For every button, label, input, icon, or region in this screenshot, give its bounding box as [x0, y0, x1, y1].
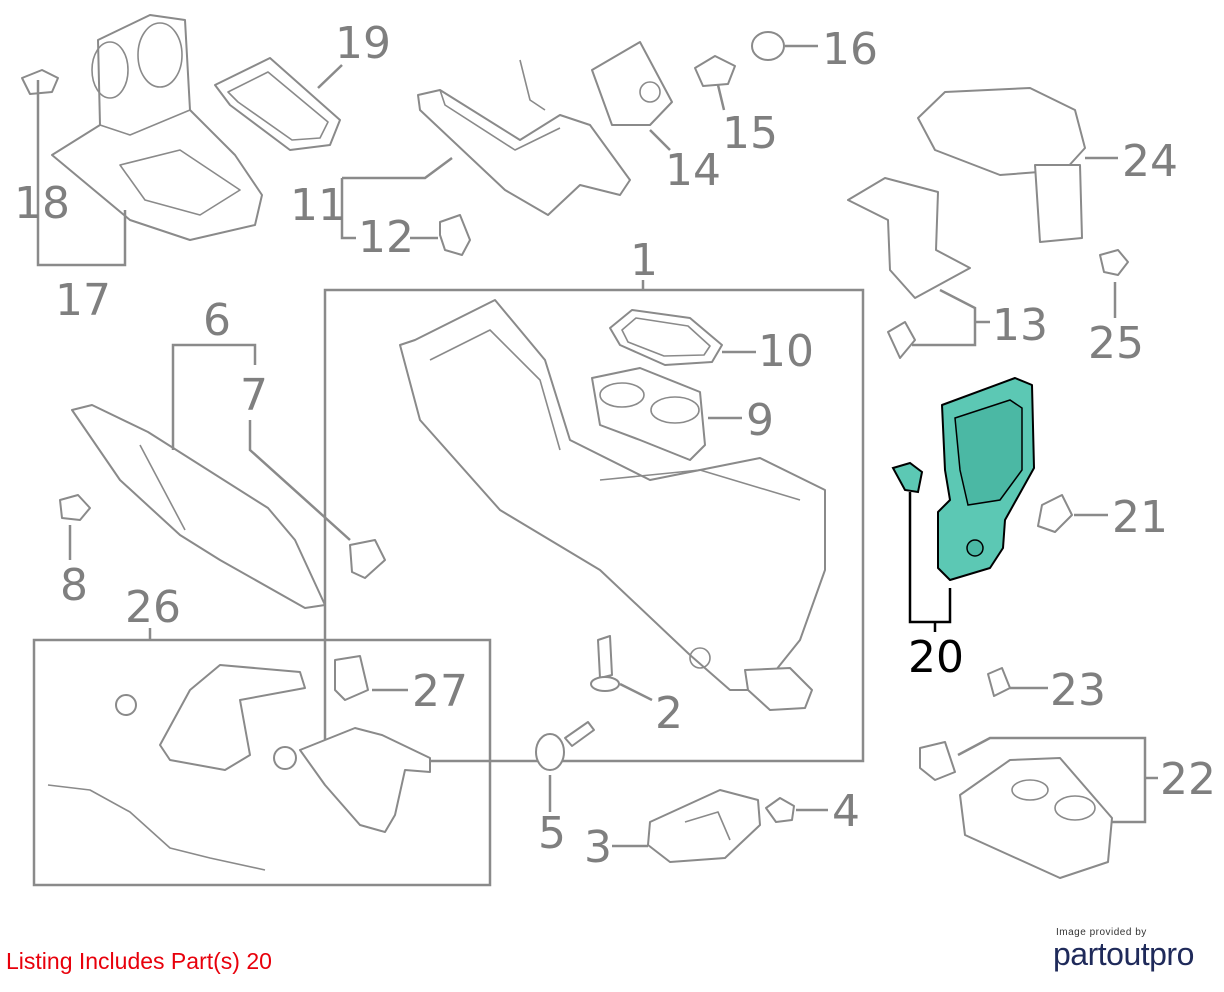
part-21-socket — [1037, 494, 1073, 533]
callout-21: 21 — [1112, 492, 1168, 543]
callout-17: 17 — [55, 275, 111, 326]
leader-6 — [171, 343, 257, 450]
part-22-tray — [959, 757, 1113, 879]
part-13-bracket — [847, 177, 971, 299]
callout-15: 15 — [722, 108, 778, 159]
leader-11 — [340, 156, 453, 240]
part-13-clip — [887, 321, 916, 359]
callout-27: 27 — [412, 666, 468, 717]
brand-logo: partoutpro — [1053, 936, 1194, 973]
part-15-socket — [694, 55, 736, 87]
part-5-bolt — [535, 721, 595, 771]
part-20-console-side-trim — [891, 377, 1035, 581]
part-19-trim-ring — [214, 57, 341, 151]
leader-17 — [36, 80, 127, 267]
leader-13 — [912, 288, 990, 347]
callout-6: 6 — [203, 295, 231, 346]
part-18-clip — [21, 69, 59, 95]
part-16-plug — [751, 31, 785, 61]
part-25-push-pin — [1099, 249, 1129, 276]
part-9-cup-holder — [591, 367, 706, 461]
part-11-trim-panel — [417, 59, 631, 216]
part-10-cup-ring — [609, 309, 723, 366]
callout-12: 12 — [358, 212, 414, 263]
callout-2: 2 — [655, 688, 683, 739]
leader-7 — [248, 420, 351, 541]
callout-9: 9 — [746, 395, 774, 446]
part-1-floor-console — [399, 299, 826, 711]
brand-logo-part2: pro — [1149, 936, 1194, 972]
part-24-armrest-lid — [917, 87, 1086, 243]
part-6-side-panel — [71, 404, 326, 609]
callout-13: 13 — [992, 300, 1048, 351]
part-2-bolt — [590, 635, 620, 692]
callout-14: 14 — [665, 145, 721, 196]
leader-2 — [619, 682, 653, 702]
part-23-clip — [987, 667, 1011, 697]
part-17-shift-bezel — [51, 14, 263, 241]
callout-19: 19 — [335, 18, 391, 69]
callout-26: 26 — [125, 582, 181, 633]
callout-11: 11 — [290, 180, 346, 231]
leader-14 — [649, 129, 671, 151]
callout-8: 8 — [60, 560, 88, 611]
listing-note: Listing Includes Part(s) 20 — [6, 948, 272, 974]
part-14-switch-panel — [591, 41, 673, 126]
leader-15 — [716, 84, 726, 111]
callout-20: 20 — [908, 632, 964, 683]
group-box-26 — [32, 638, 492, 887]
part-27-bracket — [334, 655, 369, 701]
callout-23: 23 — [1050, 665, 1106, 716]
callout-24: 24 — [1122, 136, 1178, 187]
part-8-push-pin — [59, 494, 91, 521]
callout-16: 16 — [822, 24, 878, 75]
brand-logo-part1: partout — [1053, 936, 1150, 972]
part-3-shifter-base — [647, 789, 761, 863]
leader-20 — [908, 492, 952, 632]
part-7-clip — [349, 539, 386, 579]
callout-4: 4 — [832, 786, 860, 837]
callout-18: 18 — [14, 178, 70, 229]
part-26-parking-brake — [47, 664, 431, 871]
leader-22 — [957, 736, 1158, 824]
leader-19 — [317, 64, 343, 89]
callout-5: 5 — [538, 808, 566, 859]
part-22-clip — [919, 741, 956, 781]
callout-3: 3 — [584, 822, 612, 873]
callout-10: 10 — [758, 326, 814, 377]
callout-1: 1 — [630, 235, 658, 286]
group-box-1 — [323, 288, 865, 763]
callout-7: 7 — [240, 370, 268, 421]
callout-22: 22 — [1160, 754, 1216, 805]
part-4-nut — [765, 797, 795, 823]
image-credit-caption: Image provided by — [1056, 927, 1147, 938]
part-12-clip — [439, 214, 471, 256]
callout-25: 25 — [1088, 318, 1144, 369]
